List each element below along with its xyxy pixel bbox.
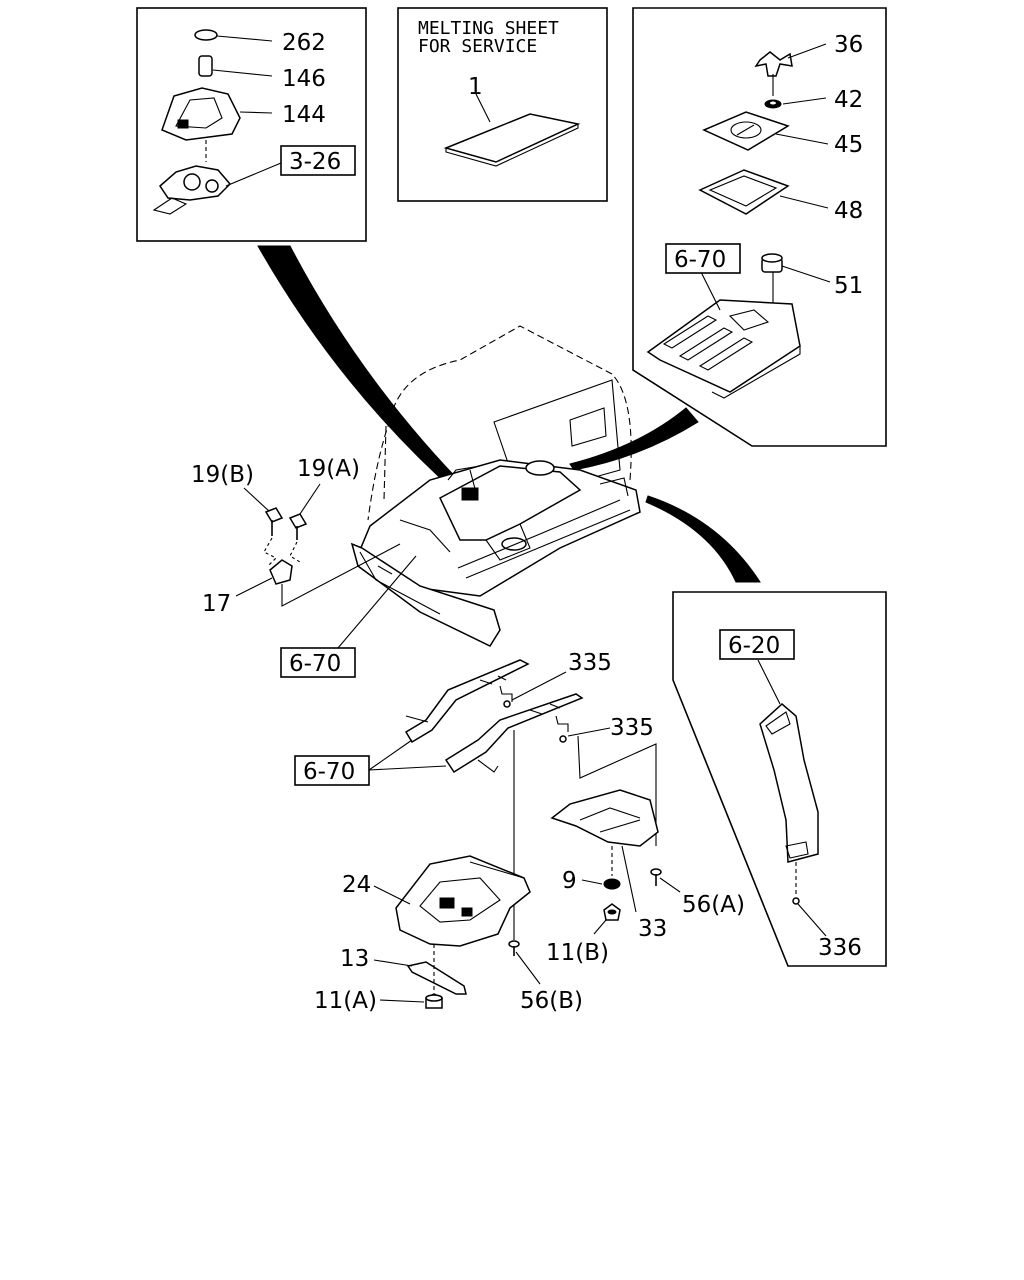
part-clip-335-lower [559,735,567,743]
label-48: 48 [834,198,863,224]
label-56a: 56(A) [682,892,745,918]
part-cap-262 [194,29,218,41]
melting-sheet-title-line1: MELTING SHEET [418,18,559,39]
label-ref-6-70-rails: 6-70 [303,759,355,785]
part-knob-146 [198,55,213,77]
part-side-rail-lower [444,693,584,774]
label-33: 33 [638,916,667,942]
part-plate-13 [406,961,467,995]
floor-grommet-hole [525,460,555,476]
part-clip-335-upper [503,700,511,708]
melting-sheet-title-line2: FOR SERVICE [418,36,537,57]
label-ref-3-26: 3-26 [289,149,341,175]
part-bracket-17 [269,559,293,585]
part-plate-45 [702,111,790,151]
label-ref-6-70-inset: 6-70 [674,247,726,273]
part-gasket-48 [698,169,790,215]
part-housing-144 [161,87,241,141]
label-42: 42 [834,87,863,113]
inset-grommet: 6-70 36 42 45 48 51 [632,7,887,447]
label-13: 13 [340,946,369,972]
label-262: 262 [282,30,326,56]
label-9: 9 [562,868,577,894]
label-45: 45 [834,132,863,158]
part-bolt-19a [288,513,308,529]
label-19a: 19(A) [297,456,360,482]
part-tunnel-cover-24 [395,855,531,947]
inset-melting-sheet: MELTING SHEET FOR SERVICE 1 [397,7,608,202]
ref-box-6-70-floor [280,647,356,678]
label-ref-6-20: 6-20 [728,633,780,659]
label-1: 1 [468,74,483,100]
label-36: 36 [834,32,863,58]
part-clip-336 [792,897,800,905]
inset-grommet-frame [632,7,887,447]
inset-pillar: 6-20 336 [672,591,887,967]
label-ref-6-70-floor: 6-70 [289,651,341,677]
vehicle-body [350,325,641,647]
ref-box-6-70-rails [294,755,370,786]
label-56b: 56(B) [520,988,583,1014]
front-bracket-group: 19(B) 19(A) 17 6-70 [191,456,417,678]
label-335-upper: 335 [568,650,612,676]
label-335-lower: 335 [610,715,654,741]
part-bolt-19b [264,507,284,523]
label-24: 24 [342,872,371,898]
label-19b: 19(B) [191,462,254,488]
label-146: 146 [282,66,326,92]
arrow-to-shifter [257,245,469,497]
arrow-to-grommet [569,407,699,471]
label-11b: 11(B) [546,940,609,966]
label-11a: 11(A) [314,988,377,1014]
label-17: 17 [202,591,231,617]
cab-outline [389,325,632,481]
part-pillar-trim [759,702,819,863]
inset-shifter: 262 146 144 3-26 [136,7,367,242]
floor-tunnel [439,465,582,541]
inset-melting-sheet-frame [397,7,608,202]
part-wing-bolt-36 [754,51,793,77]
ref-box-3-26 [280,145,356,176]
part-washer-9 [603,878,621,890]
label-144: 144 [282,102,326,128]
label-336: 336 [818,935,862,961]
arrow-to-pillar [645,495,761,583]
part-bracket-cover-33 [550,789,659,847]
part-side-rail-upper [404,659,530,744]
ref-box-6-20 [719,629,795,660]
ref-box-6-70-inset [665,243,741,274]
lower-parts-group: 335 335 6-70 33 9 11(B) 56(A) [294,650,745,1014]
label-51: 51 [834,273,863,299]
